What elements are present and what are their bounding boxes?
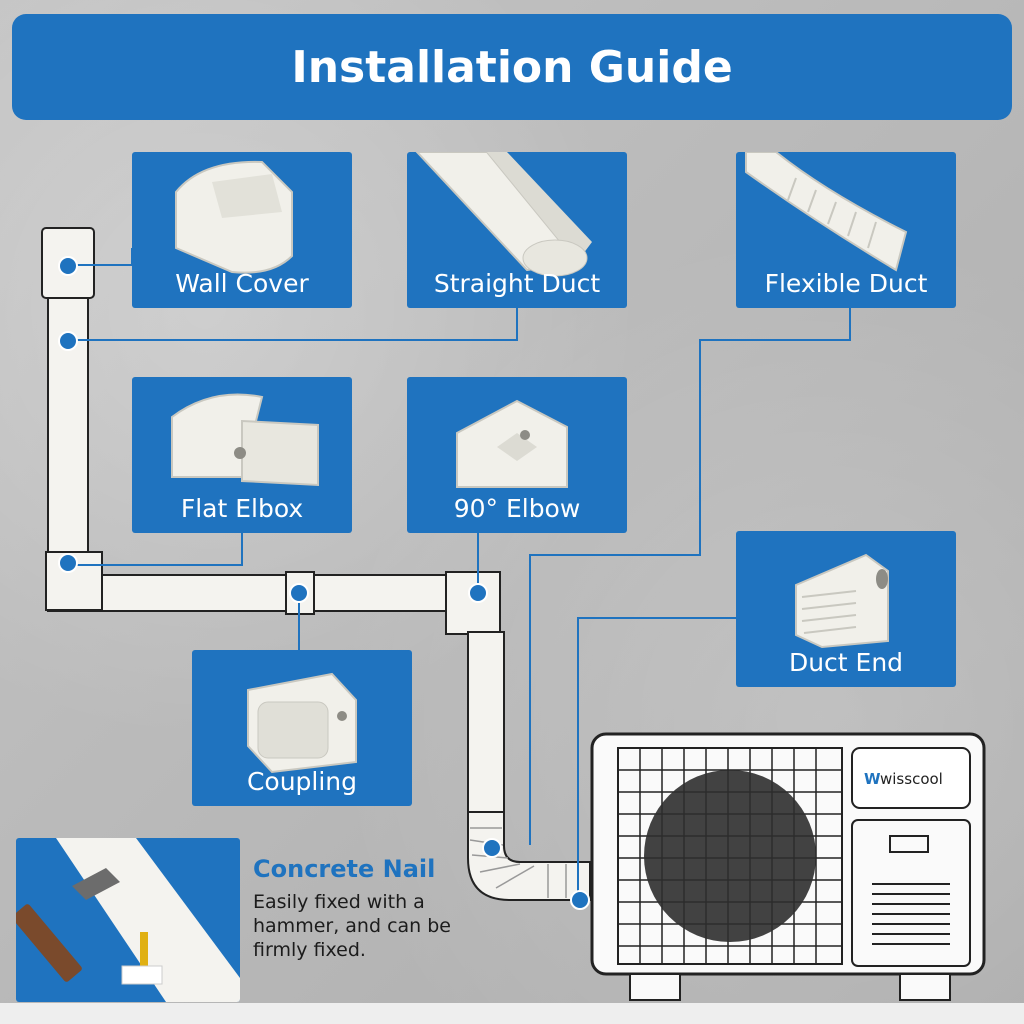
nail-description: Easily fixed with a hammer, and can be f… xyxy=(253,891,451,961)
flexible-duct-icon xyxy=(745,152,908,272)
horizontal-duct xyxy=(47,574,489,612)
hammer-icon xyxy=(16,838,240,1002)
straight-duct-marker xyxy=(58,331,78,351)
nail-image-panel xyxy=(16,838,240,1002)
flexible-duct-marker xyxy=(482,838,502,858)
nail-title: Concrete Nail xyxy=(253,855,436,883)
90-elbow-marker xyxy=(468,583,488,603)
card-label: 90° Elbow xyxy=(453,494,581,523)
90-elbow-icon xyxy=(456,399,568,488)
coupling-marker xyxy=(289,583,309,603)
page-title: Installation Guide xyxy=(12,14,1012,120)
card-label: Coupling xyxy=(246,767,358,796)
coupling-icon xyxy=(247,672,357,774)
svg-text:W: W xyxy=(864,770,881,788)
card-duct-end: Duct End xyxy=(736,531,956,687)
card-flexible-duct: Flexible Duct xyxy=(736,152,956,308)
card-flat-elbox: Flat Elbox xyxy=(132,377,352,533)
90-elbow-shape xyxy=(445,571,501,635)
card-label: Straight Duct xyxy=(433,269,601,298)
flexible-bend-shape xyxy=(467,811,591,901)
card-wall-cover: Wall Cover xyxy=(132,152,352,308)
down-duct xyxy=(467,631,505,813)
card-label: Wall Cover xyxy=(175,269,309,298)
duct-end-icon xyxy=(795,553,889,649)
straight-duct-icon xyxy=(415,152,592,277)
card-straight-duct: Straight Duct xyxy=(407,152,627,308)
wall-cover-icon xyxy=(175,160,293,274)
flat-elbow-icon xyxy=(171,393,319,487)
flat-elbow-marker xyxy=(58,553,78,573)
footer-strip xyxy=(0,1003,1024,1024)
card-label: Duct End xyxy=(788,648,904,677)
duct-end-marker xyxy=(570,890,590,910)
wall-cover-marker xyxy=(58,256,78,276)
card-90-elbow: 90° Elbow xyxy=(407,377,627,533)
card-label: Flat Elbox xyxy=(180,494,304,523)
card-coupling: Coupling xyxy=(192,650,412,806)
ac-outdoor-unit: W wisscool xyxy=(590,732,986,1001)
card-label: Flexible Duct xyxy=(764,269,928,298)
brand-label: wisscool xyxy=(880,770,943,788)
